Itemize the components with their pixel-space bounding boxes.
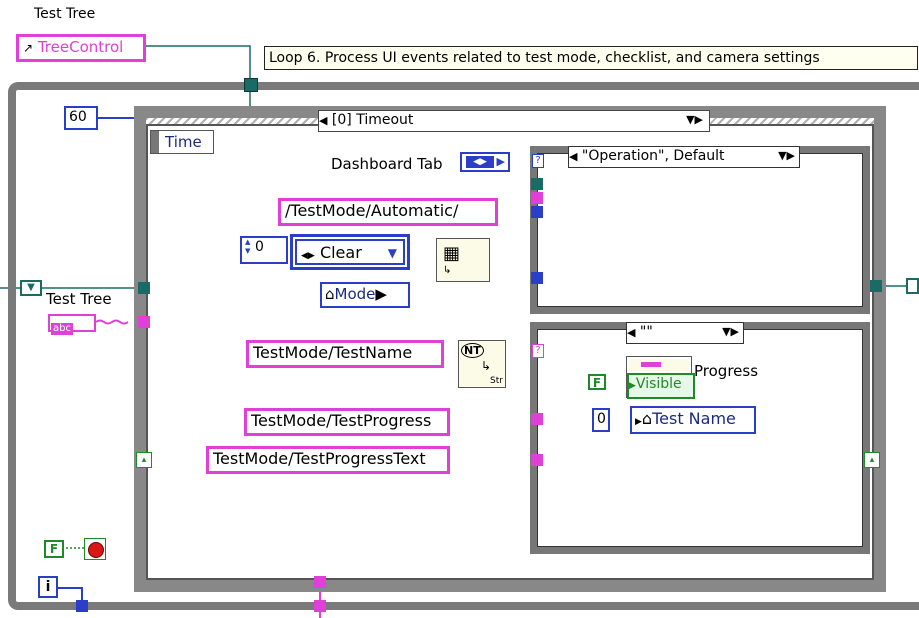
clear-enum-label: Clear	[319, 243, 362, 262]
case-bottom-label: ""	[639, 324, 653, 340]
tab-enum-icon: ◀▶	[466, 156, 494, 168]
abc-label: abc	[51, 323, 73, 335]
mode-label: Mode	[334, 285, 376, 303]
tree-method-node[interactable]: ▦ ↳	[436, 238, 490, 282]
abc-indicator: abc	[48, 314, 96, 335]
loop-top-tunnel	[244, 78, 258, 92]
stop-sign-icon	[88, 542, 104, 558]
tree-control-terminal[interactable]: ↗ TreeControl	[16, 34, 146, 62]
false-constant[interactable]: F	[588, 374, 606, 390]
tunnel-refnum-top	[531, 178, 543, 190]
test-name-property[interactable]: ▶⌂Test Name	[630, 406, 756, 434]
case-bottom-terminal[interactable]: ?	[532, 344, 544, 358]
nt-label: NT	[461, 343, 484, 358]
case-structure-bottom-inner	[537, 329, 863, 547]
event-reg-right-icon: ▴	[864, 452, 880, 468]
while-loop-frame	[8, 82, 919, 610]
clear-enum-constant[interactable]: ◀▶ Clear ▼	[290, 234, 410, 270]
path-automatic-constant[interactable]: /TestMode/Automatic/	[278, 198, 498, 226]
timeout-constant[interactable]: 60	[64, 106, 98, 130]
test-name-label: Test Name	[652, 409, 736, 428]
terminal-arrow-icon: ▶	[496, 155, 505, 168]
path-progress-text-constant[interactable]: TestMode/TestProgressText	[206, 446, 450, 474]
event-reg-left-icon: ▴	[136, 452, 152, 468]
shift-register-left-icon[interactable]: ▼	[20, 280, 42, 296]
bottom-tunnel-top	[314, 576, 326, 588]
enum-arrows-icon: ◀▶	[301, 251, 315, 261]
refnum-arrow-icon: ↗	[23, 41, 34, 55]
case-bottom-next-icon[interactable]: ▼▶	[722, 325, 739, 338]
tree-label-left: Test Tree	[46, 290, 112, 308]
progress-bar-icon	[629, 359, 689, 371]
case-structure-top-inner	[537, 153, 863, 307]
visible-label: Visible	[635, 376, 682, 392]
string-tunnel-left	[138, 316, 150, 328]
tunnel-right-loop	[870, 280, 882, 292]
shift-register-right-icon[interactable]	[906, 278, 919, 294]
next-case-icon[interactable]: ▼▶	[686, 113, 703, 126]
tunnel-progress	[531, 413, 543, 425]
loop-comment: Loop 6. Process UI events related to tes…	[264, 46, 918, 70]
visible-property[interactable]: ▶Visible	[627, 373, 695, 399]
case-prev-icon[interactable]: ◀	[569, 150, 578, 163]
iteration-wire	[58, 587, 83, 604]
abc-wire	[95, 319, 129, 325]
test-name-home-icon: ⌂	[641, 409, 653, 428]
index-constant[interactable]: ▲▼0	[240, 236, 288, 264]
progress-label: Progress	[694, 362, 759, 380]
dropdown-arrow-icon[interactable]: ▼	[387, 246, 397, 260]
time-node: Time	[150, 130, 214, 154]
convert-arrow-icon: ↳	[481, 359, 492, 373]
nt-convert-node[interactable]: NT ↳ Str	[458, 340, 506, 388]
tree-grid-icon: ▦	[443, 243, 461, 264]
case-top-label: "Operation", Default	[581, 148, 725, 164]
case-selector-top[interactable]: ◀ "Operation", Default ▼▶	[568, 146, 800, 168]
prev-case-icon[interactable]: ◀	[319, 114, 328, 127]
case-selector-bottom[interactable]: ◀ "" ▼▶	[626, 322, 744, 344]
tunnel-numeric-top	[531, 206, 543, 218]
stepper-icon[interactable]: ▲▼	[245, 238, 251, 255]
tree-tunnel-left	[138, 282, 150, 294]
event-selector[interactable]: ◀ [0] Timeout ▼▶	[318, 110, 710, 132]
stop-false-constant[interactable]: F	[44, 540, 64, 558]
index-value: 0	[255, 239, 264, 255]
home-icon: ⌂	[325, 285, 335, 303]
str-label: Str	[490, 376, 503, 386]
time-label: Time	[165, 133, 202, 151]
iteration-terminal: i	[38, 576, 58, 598]
node-arrow-icon: ↳	[443, 265, 452, 276]
case-selector-terminal[interactable]: ?	[532, 154, 544, 168]
tree-control-label: TreeControl	[37, 38, 124, 56]
stop-terminal-icon[interactable]	[84, 538, 106, 560]
case-next-icon[interactable]: ▼▶	[778, 149, 795, 162]
iteration-tunnel	[76, 600, 88, 612]
tree-label-top: Test Tree	[34, 6, 96, 22]
mode-property-node[interactable]: ⌂Mode▶	[320, 282, 410, 308]
mode-arrow-icon: ▶	[375, 285, 387, 303]
dashboard-tab-terminal[interactable]: ◀▶ ▶	[460, 152, 510, 172]
path-testname-constant[interactable]: TestMode/TestName	[246, 340, 444, 368]
progress-property-node[interactable]: ▶Visible	[626, 356, 695, 399]
case-bottom-prev-icon[interactable]: ◀	[627, 326, 636, 339]
tunnel-progress-text	[531, 454, 543, 466]
zero-constant[interactable]: 0	[592, 408, 610, 432]
path-progress-constant[interactable]: TestMode/TestProgress	[244, 408, 450, 436]
test-name-arrow-icon: ▶	[635, 417, 642, 427]
dashboard-tab-label: Dashboard Tab	[331, 155, 443, 173]
visible-arrow-icon: ▶	[629, 381, 636, 391]
bottom-tunnel-loop	[314, 600, 326, 612]
event-case-label: [0] Timeout	[331, 112, 414, 128]
tunnel-mode	[531, 272, 543, 284]
tunnel-string-top	[531, 192, 543, 204]
